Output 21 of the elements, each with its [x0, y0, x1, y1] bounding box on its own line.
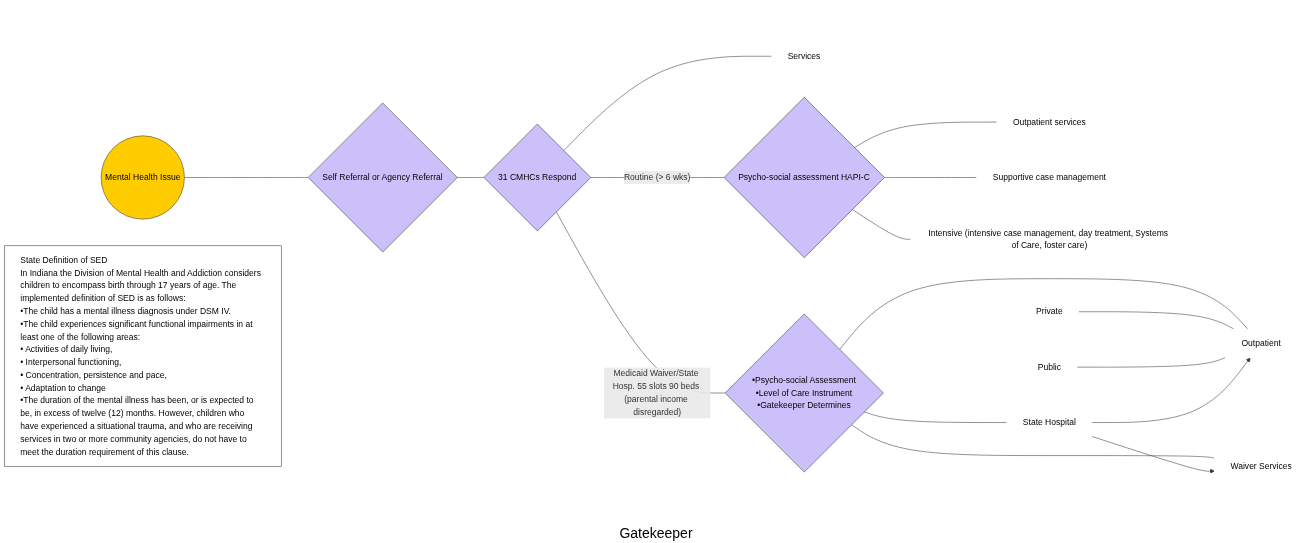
edge-label: Routine (> 6 wks) [623, 172, 691, 182]
node-text: Public [1037, 362, 1061, 372]
node-text: Waiver Services [1230, 461, 1292, 472]
node-text: Private [1036, 306, 1063, 316]
node-text: Outpatient [1241, 338, 1281, 348]
node-diamond: •Psycho-social Assessment •Level of Care Instrument •Gatekeeper Determines [724, 313, 884, 473]
node-diamond: Psycho-social assessment HAPI-C [723, 97, 885, 258]
node-text: State Hospital [1022, 417, 1076, 427]
note-text: Gatekeeper [619, 525, 693, 541]
node-box: State Definition of SED In Indiana the Division of Mental Health and Addiction considers children to encompass birth through 17 years of age. The implemented definition of SED is as follows: •The child has a mental illness diagnosis under DSM IV. •The child experiences significant functional impairments in at least one of the following areas: • Activities of daily living, • Interpersonal functioning, • Concentration, persistence and pace, • Adaptation to change •The duration of the mental illness has been, or is expected to be, in excess of twelve (12) months. However, children who have experienced a situational trauma, and who are receiving services in two or more community agencies, do not have to meet the duration requirement of this clause. [4, 245, 282, 467]
connector [456, 177, 484, 178]
node-text: Services [787, 51, 821, 61]
edge-label: Medicaid Waiver/State Hosp. 55 slots 90 beds (parental income disregarded) [612, 369, 700, 417]
node-text: Intensive (intensive case management, day treatment, Systems of Care, foster care) [928, 228, 1169, 250]
node-text: Outpatient services [1012, 117, 1086, 127]
node-text: Supportive case management [992, 172, 1106, 182]
node-diamond: Self Referral or Agency Referral [307, 102, 458, 253]
connector [883, 177, 978, 178]
node-diamond: 31 CMHCs Respond [483, 123, 592, 232]
connector [851, 424, 1215, 459]
node-circle: Mental Health Issue [100, 135, 185, 220]
